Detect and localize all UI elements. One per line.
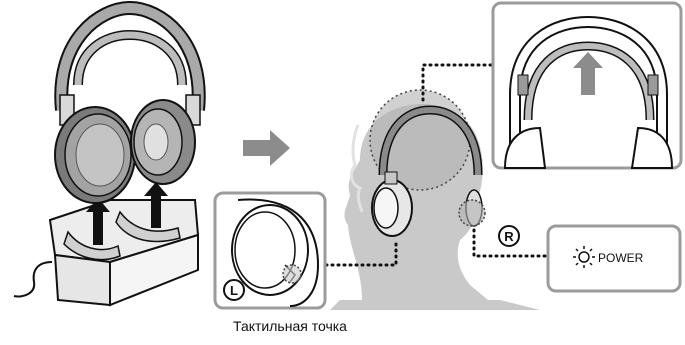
left-side-badge: L <box>224 280 244 300</box>
tactile-dot-caption: Тактильная точка <box>190 318 390 334</box>
left-side-label: L <box>230 283 238 298</box>
power-label: POWER <box>598 251 644 265</box>
next-step-arrow-icon <box>243 130 290 166</box>
right-side-label: R <box>504 229 514 244</box>
power-indicator-inset: POWER <box>548 226 680 291</box>
power-button-highlight <box>459 200 485 226</box>
tactile-dot-marker <box>283 265 301 283</box>
headphones-on-stand <box>55 8 200 203</box>
right-side-badge: R <box>499 226 519 246</box>
charging-stand <box>14 200 198 305</box>
